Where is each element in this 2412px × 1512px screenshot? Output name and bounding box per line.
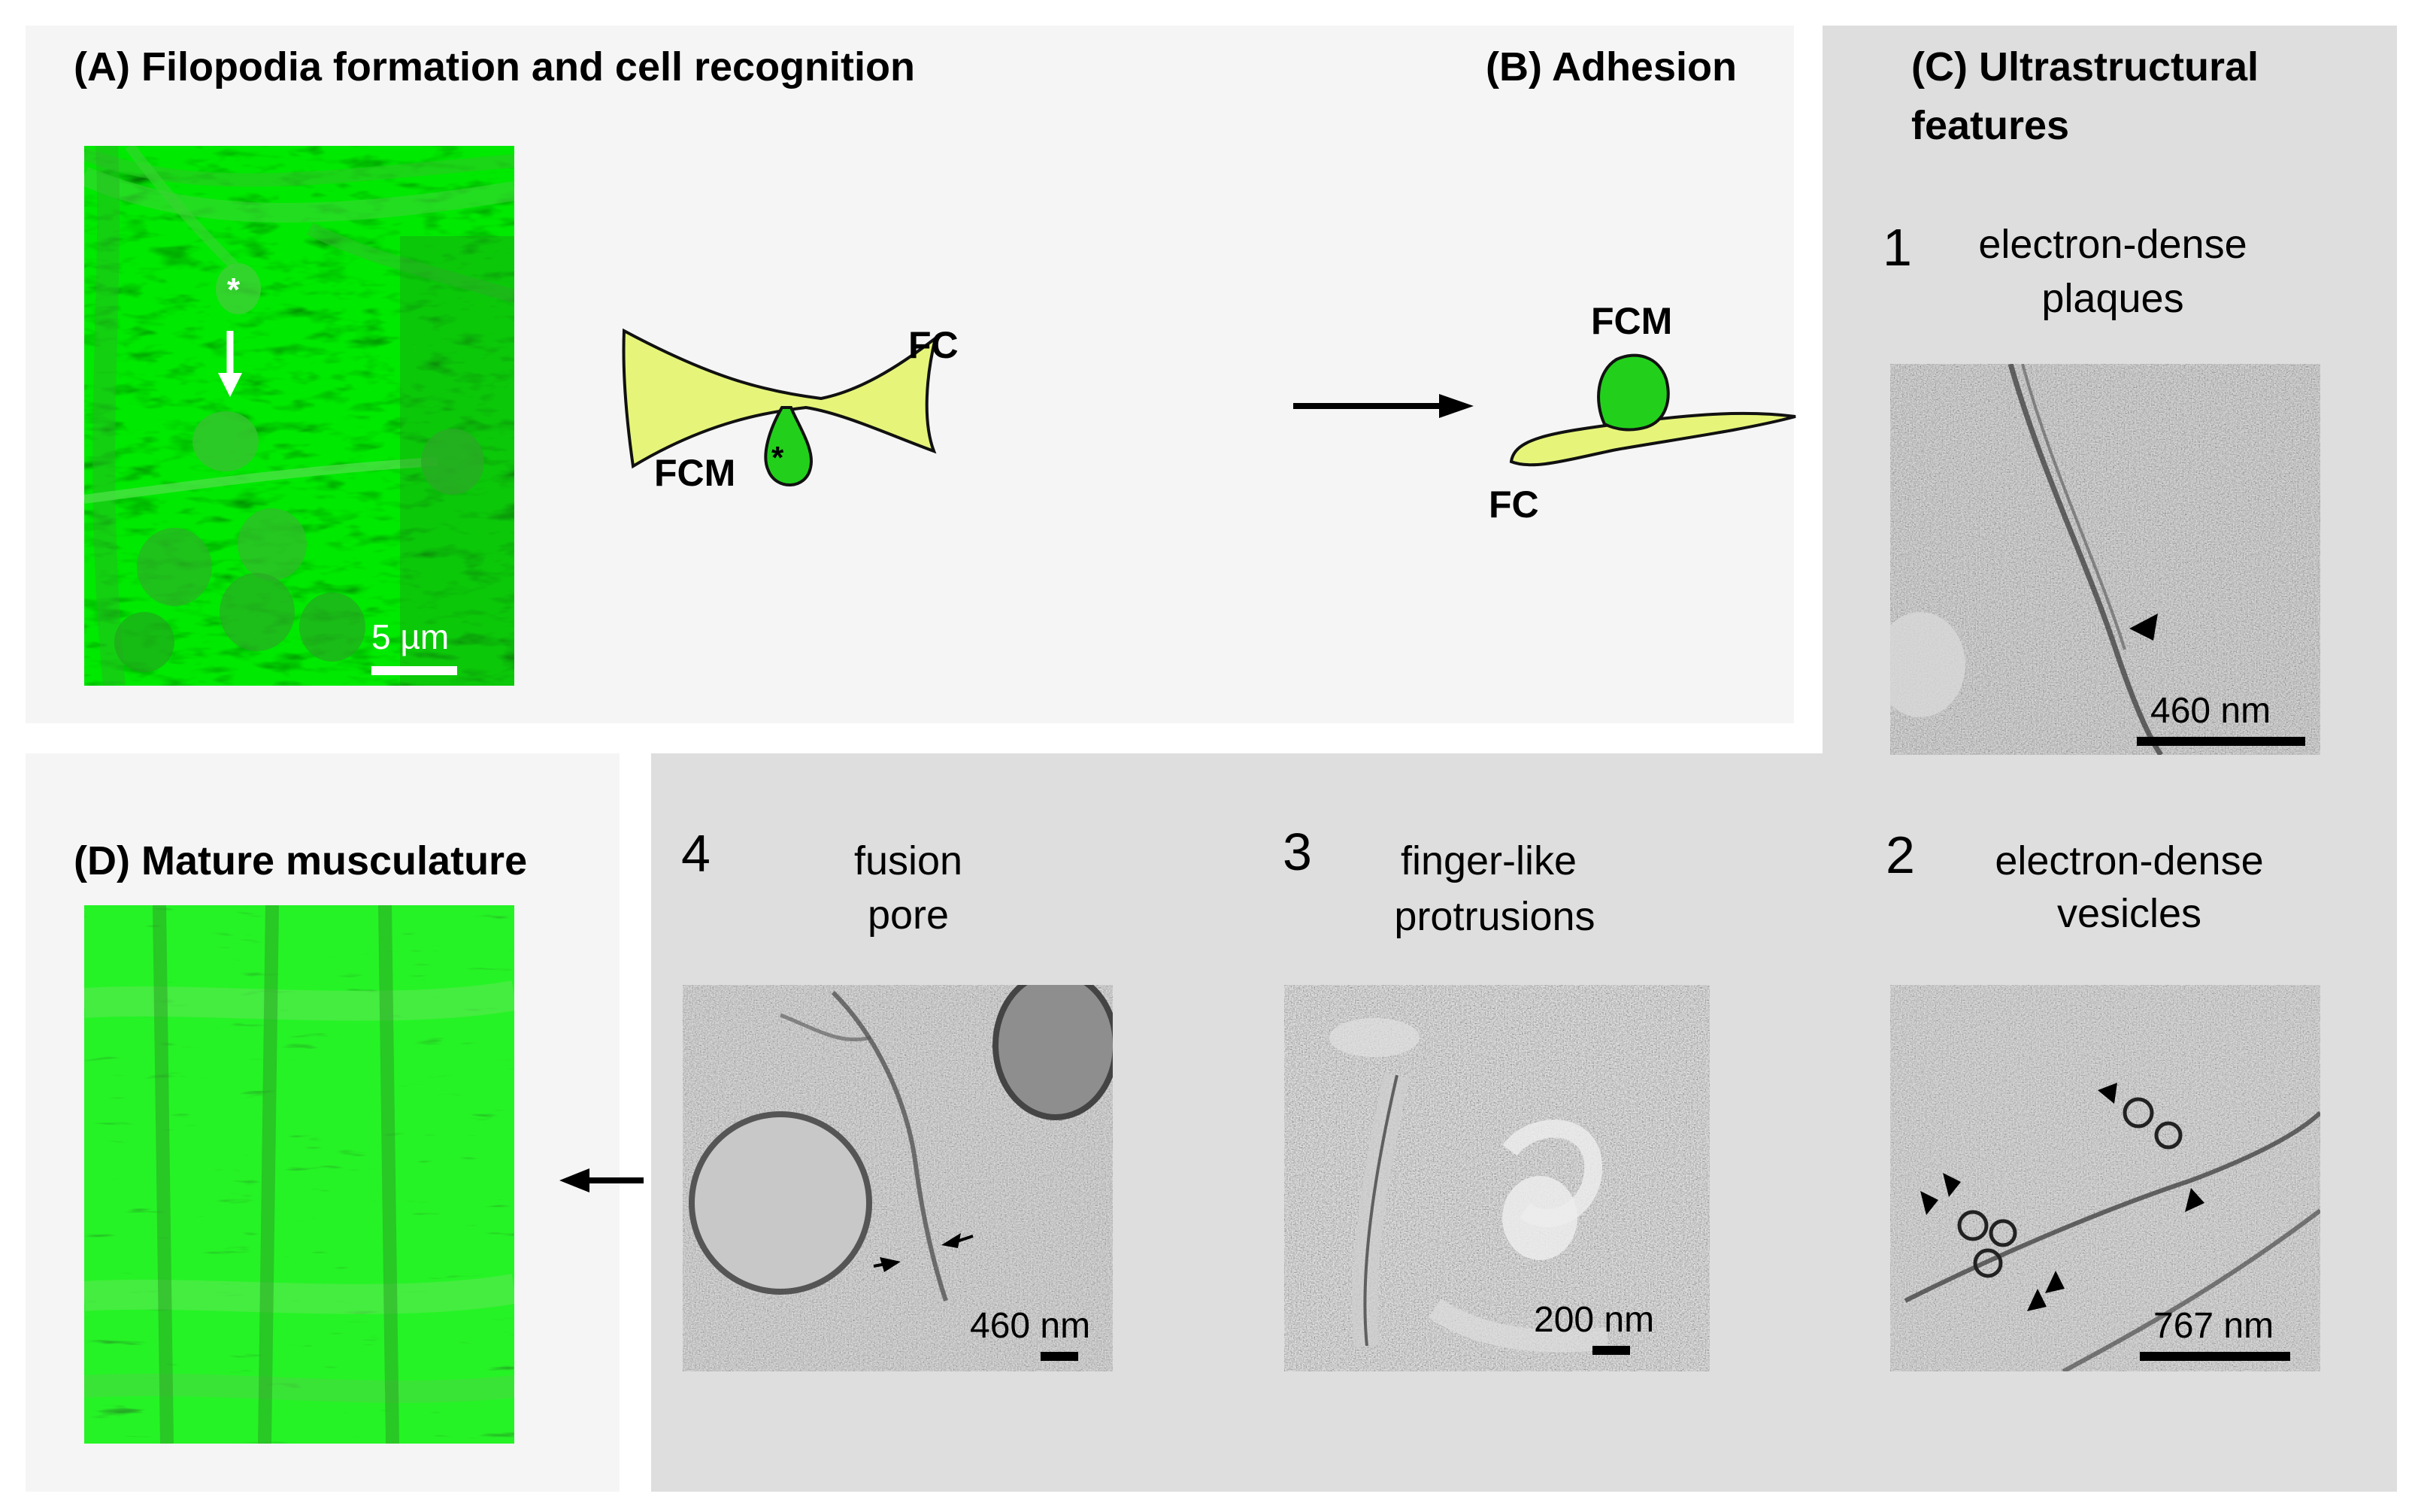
feature-2-scale-label: 767 nm <box>2153 1306 2274 1346</box>
feature-3-scale-label: 200 nm <box>1534 1300 1655 1340</box>
musculature-micrograph <box>84 905 514 1444</box>
feature-1-scale-label: 460 nm <box>2150 691 2271 731</box>
filopodia-micrograph <box>84 146 514 686</box>
feature-3-label-line2: protrusions <box>1394 894 1595 939</box>
feature-4-number: 4 <box>681 824 711 883</box>
em-protrusions-image <box>1284 985 1710 1371</box>
arrow-down-icon <box>218 331 242 397</box>
diagram-b-fcm-label: FCM <box>1591 300 1673 342</box>
em-vesicles-image <box>1890 985 2320 1371</box>
feature-4-label-line1: fusion <box>853 838 963 883</box>
filopodia-asterisk: * <box>227 271 241 308</box>
filopodia-scale-bar <box>371 666 457 675</box>
em-fusion-pore-image <box>683 985 1113 1371</box>
diagram-b-fc-label: FC <box>1489 483 1539 526</box>
feature-1-label-line1: electron-dense <box>1978 222 2247 267</box>
diagram-a-fcm-label: FCM <box>654 452 736 494</box>
feature-3-number: 3 <box>1283 823 1312 881</box>
diagram-a-asterisk: * <box>771 440 784 475</box>
feature-3-label-line1: finger-like <box>1400 838 1577 883</box>
feature-4-label-line2: pore <box>867 892 950 938</box>
panel-b-title: (B) Adhesion <box>1486 44 1737 89</box>
feature-1-number: 1 <box>1883 218 1912 277</box>
feature-2-scale-bar <box>2140 1352 2290 1361</box>
diagram-b-cells <box>1509 353 1796 467</box>
feature-2-number: 2 <box>1886 826 1915 884</box>
feature-1-label-line2: plaques <box>2041 276 2184 321</box>
diagram-a-fc-label: FC <box>908 324 959 366</box>
feature-2-label-line1: electron-dense <box>1995 838 2264 883</box>
arrow-right-icon <box>1293 394 1474 418</box>
filopodia-scale-label: 5 µm <box>371 617 450 656</box>
panel-c-title-line2: features <box>1911 103 2070 148</box>
arrow-left-icon <box>559 1168 644 1192</box>
feature-2-label-line2: vesicles <box>2056 891 2202 936</box>
feature-1-scale-bar <box>2137 737 2305 746</box>
feature-4-scale-bar <box>1041 1352 1078 1361</box>
em-plaques-image <box>1890 364 2320 755</box>
panel-d-title: (D) Mature musculature <box>74 838 528 883</box>
panel-a-title: (A) Filopodia formation and cell recogni… <box>74 44 915 89</box>
panel-c-title-line1: (C) Ultrastructural <box>1911 44 2259 89</box>
diagram-a-cells <box>622 328 938 486</box>
feature-3-scale-bar <box>1592 1346 1630 1355</box>
feature-4-scale-label: 460 nm <box>970 1306 1091 1346</box>
